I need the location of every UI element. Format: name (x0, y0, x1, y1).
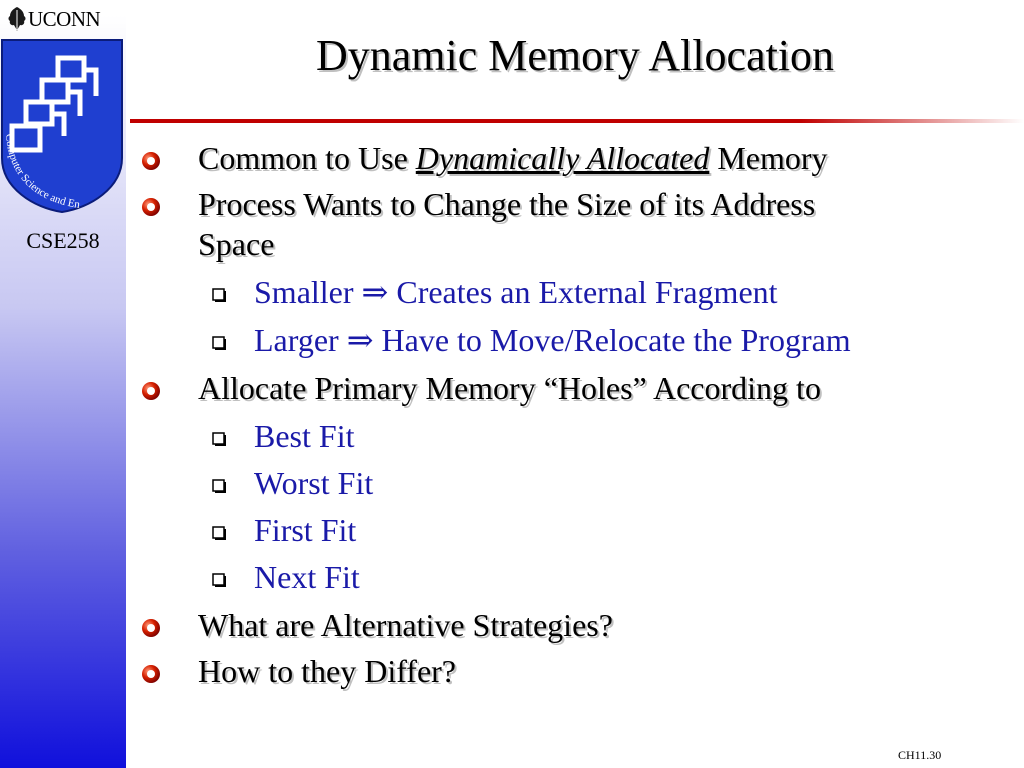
sub-bullet-item: Best Fit (212, 416, 354, 456)
bullet-text: What are Alternative Strategies? (198, 607, 613, 643)
hollow-square-bullet-icon (212, 479, 226, 493)
hollow-square-bullet-icon (212, 573, 226, 587)
sub-bullet-text: First Fit (254, 512, 357, 548)
hollow-square-bullet-icon (212, 526, 226, 540)
sub-bullet-item: Smaller ⇒ Creates an External Fragment (212, 272, 778, 312)
sub-bullet-item: Larger ⇒ Have to Move/Relocate the Progr… (212, 320, 851, 360)
hollow-square-bullet-icon (212, 432, 226, 446)
bullet-item: Process Wants to Change the Size of its … (140, 184, 815, 264)
bullet-text: How to they Differ? (198, 653, 456, 689)
sub-bullet-item: First Fit (212, 510, 356, 550)
red-sphere-bullet-icon (142, 665, 160, 683)
sub-bullet-text: Smaller ⇒ Creates an External Fragment (254, 274, 778, 310)
course-code: CSE258 (26, 228, 100, 253)
bullet-item: How to they Differ? (140, 651, 456, 691)
sub-bullet-text: Larger ⇒ Have to Move/Relocate the Progr… (254, 322, 851, 358)
red-sphere-bullet-icon (142, 152, 160, 170)
sidebar: UCONN Computer Science and Engineering C… (0, 0, 126, 768)
title-rule (130, 119, 1024, 123)
sub-bullet-item: Next Fit (212, 557, 360, 597)
uconn-logo: UCONN (6, 4, 101, 34)
hollow-square-bullet-icon (212, 288, 226, 302)
slide-title: Dynamic Memory Allocation (315, 31, 835, 80)
sub-bullet-item: Worst Fit (212, 463, 373, 503)
red-sphere-bullet-icon (142, 382, 160, 400)
bullet-item: Allocate Primary Memory “Holes” Accordin… (140, 368, 821, 408)
bullet-item: Common to Use Dynamically Allocated Memo… (140, 138, 828, 178)
hollow-square-bullet-icon (212, 336, 226, 350)
bullet-text: Allocate Primary Memory “Holes” Accordin… (198, 370, 821, 406)
oak-leaf-icon (8, 7, 26, 31)
cse-department-badge: Computer Science and Engineering (0, 38, 123, 214)
networked-computers-icon (9, 55, 99, 153)
bullet-text: Process Wants to Change the Size of its … (198, 186, 816, 262)
uconn-wordmark: UCONN (28, 6, 101, 31)
sub-bullet-text: Best Fit (254, 418, 355, 454)
sub-bullet-text: Worst Fit (254, 465, 374, 501)
sub-bullet-text: Next Fit (254, 559, 360, 595)
bullet-item: What are Alternative Strategies? (140, 605, 613, 645)
red-sphere-bullet-icon (142, 198, 160, 216)
red-sphere-bullet-icon (142, 619, 160, 637)
bullet-text: Common to Use Dynamically Allocated Memo… (198, 140, 828, 176)
slide-number: CH11.30 (898, 748, 942, 762)
